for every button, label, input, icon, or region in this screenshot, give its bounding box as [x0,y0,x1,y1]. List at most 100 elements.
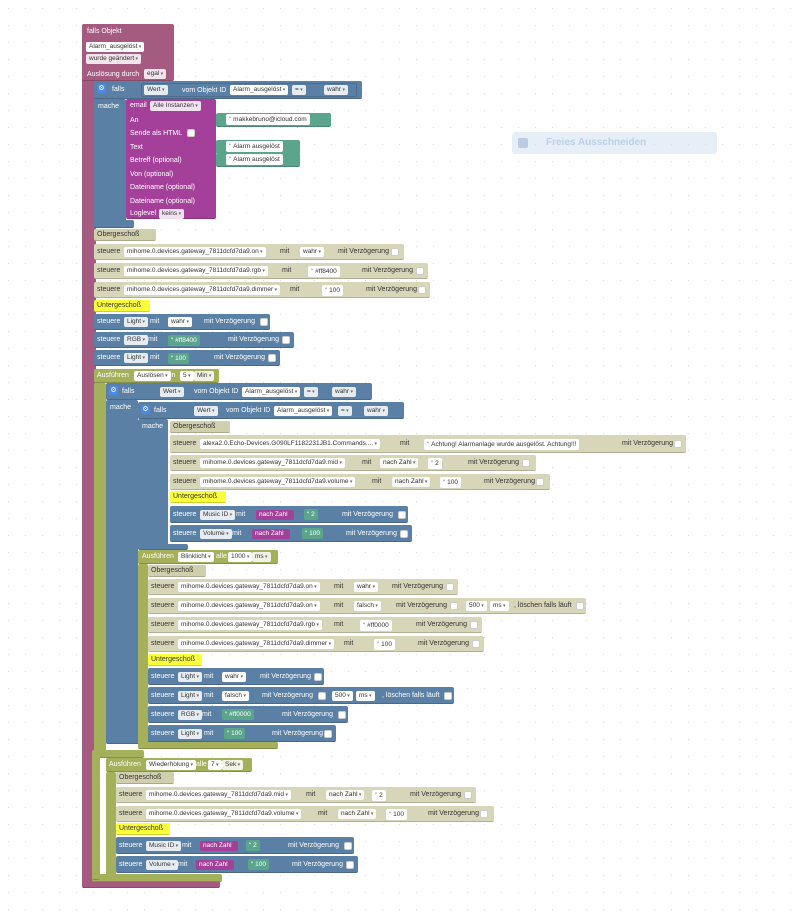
delay-checkbox-checked[interactable] [450,602,458,610]
var-dropdown[interactable]: Volume [146,860,178,870]
loeschen-checkbox[interactable] [576,602,584,610]
gear-icon[interactable]: ⚙ [109,386,118,395]
delay-checkbox[interactable] [416,267,424,275]
set-row-6a[interactable]: steuere Light mit wahr mit Verzögerung [148,668,324,685]
set-row-6c[interactable]: steuere RGB mit “#ff0000 mit Verzögerung [148,706,348,723]
nach-zahl-dropdown[interactable]: nach Zahl [196,860,235,870]
number-input[interactable]: “100 [386,809,408,820]
comment-untergeschoss-4[interactable]: Untergeschoß [116,823,170,835]
set-row-1c[interactable]: steuere mihome.0.devices.gateway_7811dcf… [94,282,430,298]
gear-icon[interactable]: ⚙ [97,84,106,93]
text-input[interactable]: “Achtung! Alarmanlage wurde ausgelöst. A… [424,439,580,450]
set-row-5b[interactable]: steuere mihome.0.devices.gateway_7811dcf… [148,598,586,614]
bool-dropdown[interactable]: wahr [324,85,348,95]
var-dropdown[interactable]: Light [178,691,203,701]
color-input[interactable]: “#ff8400 [168,335,200,346]
bool-dropdown[interactable]: wahr [222,672,246,682]
delay-checkbox[interactable] [314,673,322,681]
if-block-3[interactable]: ⚙ falls Wert vom Objekt ID Alarm_ausgelö… [138,402,404,419]
nach-zahl-dropdown[interactable]: nach Zahl [392,477,431,487]
number-input[interactable]: “100 [374,639,396,650]
text-input[interactable]: “Alarm ausgelöst [226,141,283,152]
freies-ausschneiden-button[interactable]: Freies Ausschneiden [512,132,717,154]
color-input[interactable]: “#ff0000 [360,620,392,631]
var-dropdown[interactable]: RGB [178,710,202,720]
set-row-8b[interactable]: steuere Volume mit nach Zahl “100 mit Ve… [116,856,358,873]
delay-checkbox[interactable] [446,583,454,591]
object-id-field[interactable]: mihome.0.devices.gateway_7811dcfd7da9.on [178,601,320,611]
color-input[interactable]: “#ff8400 [308,266,340,277]
html-checkbox[interactable] [187,129,195,137]
bool-dropdown[interactable]: falsch [222,691,249,701]
set-row-1b[interactable]: steuere mihome.0.devices.gateway_7811dcf… [94,263,428,279]
delay-checkbox[interactable] [324,730,332,738]
op-dropdown[interactable]: = [292,85,306,95]
var-dropdown[interactable]: Music ID [200,510,236,520]
delay-checkbox[interactable] [268,354,276,362]
interval-block[interactable]: Ausführen Blinklicht alle 1000 ms [138,550,278,564]
object-id-field[interactable]: mihome.0.devices.gateway_7811dcfd7da9.mi… [200,458,345,468]
set-row-7b[interactable]: steuere mihome.0.devices.gateway_7811dcf… [116,806,494,822]
object-id-field[interactable]: Alarm_ausgelöst [230,85,289,95]
if-block-1[interactable]: ⚙ falls Wert vom Objekt ID Alarm_ausgelö… [94,81,362,99]
timeout-block[interactable]: Ausführen Auslösen in 5 Min [94,369,219,383]
object-id-field[interactable]: Alarm_ausgelöst [274,406,333,416]
comment-obergeschoss-4[interactable]: Obergeschoß [116,772,174,784]
delay-checkbox[interactable] [282,336,290,344]
gear-icon[interactable]: ⚙ [141,405,150,414]
subject-input[interactable]: “Alarm ausgelöst [226,154,283,165]
value-block[interactable]: Wert vom Objekt ID Alarm_ausgelöst = wah… [141,83,357,97]
number-input[interactable]: “2 [428,458,442,469]
delay-checkbox[interactable] [400,530,408,538]
unit-dropdown[interactable]: Min [194,371,215,381]
color-input[interactable]: “#ff0000 [222,709,254,720]
set-row-4b[interactable]: steuere Volume mit nach Zahl “100 mit Ve… [170,525,412,542]
set-row-5d[interactable]: steuere mihome.0.devices.gateway_7811dcf… [148,636,484,652]
object-id-field[interactable]: mihome.0.devices.gateway_7811dcfd7da9.vo… [200,477,356,487]
delay-number[interactable]: 500 [332,691,353,701]
var-dropdown[interactable]: Music ID [146,841,182,851]
nach-zahl-dropdown[interactable]: nach Zahl [326,790,365,800]
object-id-field[interactable]: mihome.0.devices.gateway_7811dcfd7da9.di… [124,285,281,295]
unit-dropdown[interactable]: ms [252,552,271,562]
an-text-block[interactable]: “makkebruno@icloud.com [216,113,331,127]
delay-checkbox[interactable] [674,440,682,448]
object-id-field[interactable]: mihome.0.devices.gateway_7811dcfd7da9.on [178,582,320,592]
nach-zahl-dropdown[interactable]: nach Zahl [338,809,377,819]
text-text-block[interactable]: “Alarm ausgelöst [216,140,300,154]
nach-zahl-dropdown[interactable]: nach Zahl [252,529,291,539]
delay-number[interactable]: 500 [466,601,487,611]
object-id-field[interactable]: mihome.0.devices.gateway_7811dcfd7da9.vo… [146,809,302,819]
delay-checkbox[interactable] [346,861,354,869]
number-input[interactable]: “100 [248,859,270,870]
delay-checkbox-checked[interactable] [318,692,326,700]
email-block[interactable]: email Alle Instanzen An Sende als HTML T… [126,99,216,219]
number-input[interactable]: “100 [168,353,190,364]
event-header[interactable]: falls Objekt Alarm_ausgelöst wurde geänd… [82,24,174,81]
number-input[interactable]: “100 [440,477,462,488]
set-row-2c[interactable]: steuere Light mit “100 mit Verzögerung [94,350,280,366]
subject-text-block[interactable]: “Alarm ausgelöst [216,153,300,167]
var-dropdown[interactable]: Light [124,317,149,327]
comment-untergeschoss-1[interactable]: Untergeschoß [94,300,150,312]
number-input[interactable]: “2 [304,509,318,520]
set-row-4a[interactable]: steuere Music ID mit nach Zahl “2 mit Ve… [170,506,408,523]
set-row-6d[interactable]: steuere Light mit “100 mit Verzögerung [148,725,336,742]
object-id-field[interactable]: mihome.0.devices.gateway_7811dcfd7da9.on [124,247,266,257]
delay-checkbox[interactable] [480,810,488,818]
delay-checkbox[interactable] [418,286,426,294]
timeout-number[interactable]: 5 [180,371,194,381]
bool-dropdown[interactable]: falsch [354,601,381,611]
interval-name-field[interactable]: Wiederholung [146,760,197,770]
number-input[interactable]: “2 [246,840,260,851]
wert-dropdown[interactable]: Wert [194,406,218,416]
delay-checkbox[interactable] [536,478,544,486]
delay-checkbox[interactable] [472,640,480,648]
delay-checkbox[interactable] [344,842,352,850]
interval2-block[interactable]: Ausführen Wiederholung alle 7 Sek [106,758,252,772]
bool-dropdown[interactable]: wahr [354,582,378,592]
alexa-row[interactable]: steuere alexa2.0.Echo-Devices.G090LF1182… [170,435,686,453]
change-dropdown[interactable]: wurde geändert [86,54,142,64]
var-dropdown[interactable]: Light [178,672,203,682]
delay-checkbox[interactable] [391,248,399,256]
